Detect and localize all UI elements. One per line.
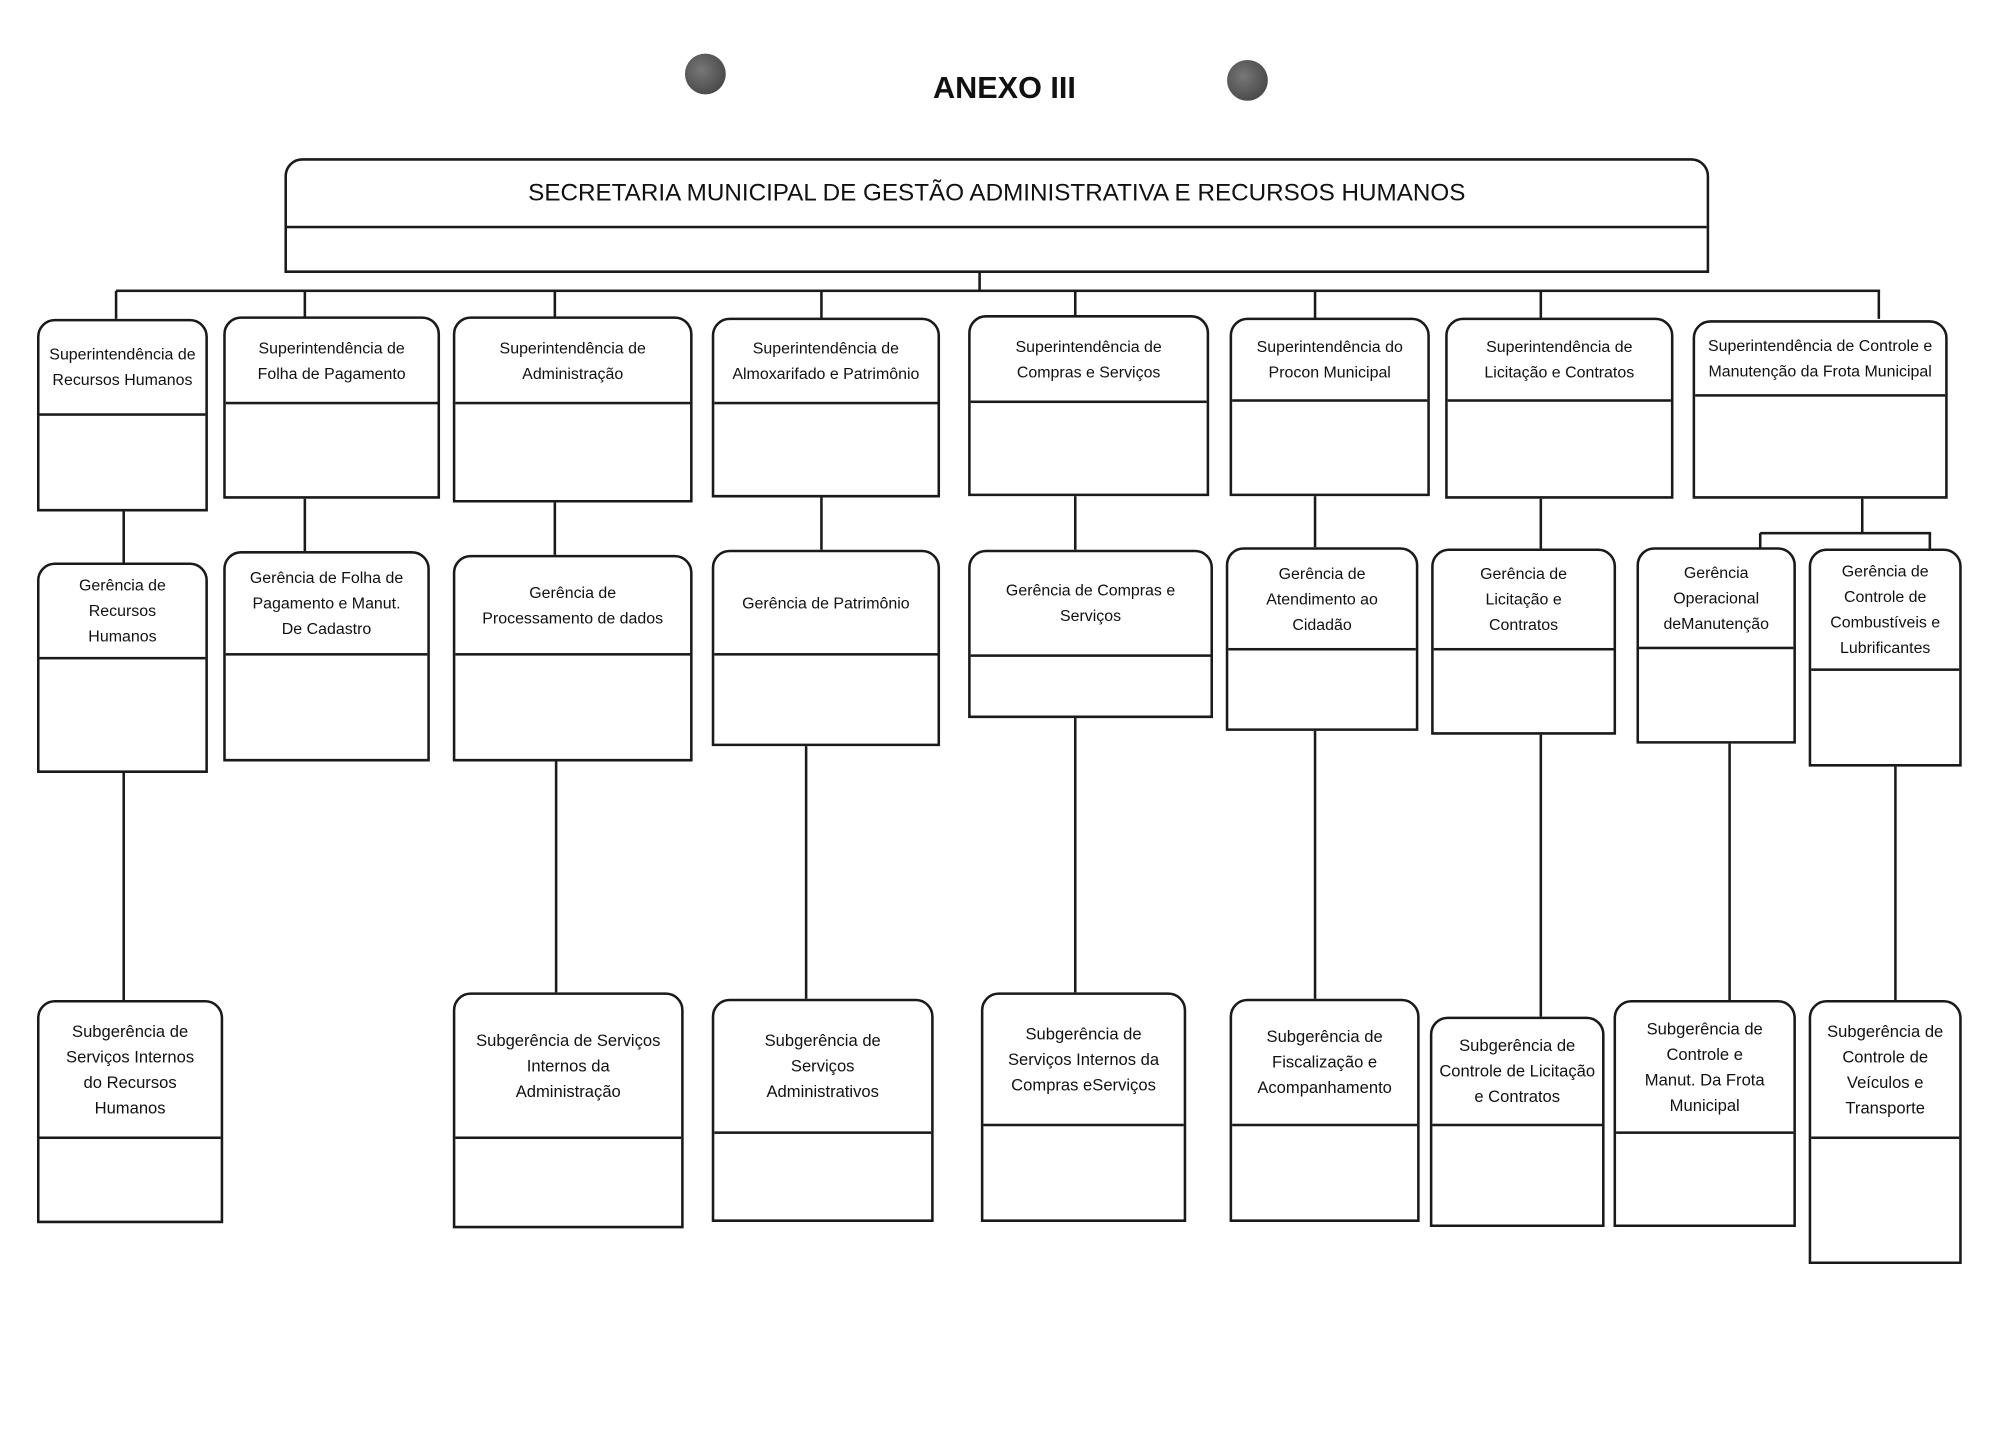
page-title: ANEXO III: [933, 71, 1076, 106]
connector-line: [114, 290, 118, 319]
gerencia-box: Gerência de Atendimento ao Cidadão: [1225, 547, 1419, 731]
gerencia-box-label: Gerência de Processamento de dados: [455, 557, 691, 656]
secretaria-name: SECRETARIA MUNICIPAL DE GESTÃO ADMINISTR…: [286, 161, 1707, 229]
connector-line: [1539, 290, 1543, 319]
gerencia-box: Gerência de Licitação e Contratos: [1431, 548, 1617, 735]
gerencia-box-label: Gerência Operacional deManutenção: [1639, 550, 1794, 650]
superintendencia-box-label: Superintendência de Administração: [455, 319, 691, 405]
connector-line: [804, 746, 808, 999]
gerencia-box-label: Gerência de Recursos Humanos: [39, 565, 206, 660]
subgerencia-box-label: Subgerência de Controle de Licitação e C…: [1432, 1019, 1603, 1127]
subgerencia-box-label: Subgerência de Serviços Administrativos: [714, 1001, 932, 1134]
subgerencia-box-label: Subgerência de Serviços Internos da Comp…: [983, 995, 1184, 1127]
superintendencia-box-label: Superintendência de Recursos Humanos: [39, 321, 206, 416]
connector-line: [1073, 290, 1077, 319]
subgerencia-box-label: Subgerência de Serviços Internos do Recu…: [39, 1003, 221, 1140]
connector-line: [116, 289, 1881, 293]
subgerencia-box: Subgerência de Fiscalização e Acompanham…: [1229, 998, 1420, 1222]
connector-line: [303, 498, 307, 552]
connector-line: [978, 272, 981, 291]
subgerencia-box: Subgerência de Controle de Licitação e C…: [1429, 1016, 1605, 1228]
subgerencia-box: Subgerência de Controle e Manut. Da Frot…: [1613, 999, 1796, 1228]
connector-line: [1760, 531, 1932, 535]
connector-line: [1313, 730, 1317, 999]
gerencia-box-label: Gerência de Patrimônio: [714, 552, 938, 656]
superintendencia-box: Superintendência do Procon Municipal: [1229, 317, 1430, 497]
connector-line: [122, 772, 125, 1000]
connector-line: [1539, 734, 1543, 1017]
connector-line: [820, 497, 823, 550]
superintendencia-box: Superintendência de Almoxarifado e Patri…: [711, 317, 941, 498]
superintendencia-box-label: Superintendência de Compras e Serviços: [970, 318, 1207, 404]
subgerencia-box: Subgerência de Controle de Veículos e Tr…: [1808, 999, 1962, 1265]
connector-line: [1313, 496, 1317, 548]
subgerencia-box: Subgerência de Serviços Administrativos: [711, 998, 934, 1222]
gerencia-box-label: Gerência de Folha de Pagamento e Manut. …: [225, 554, 428, 656]
subgerencia-box-label: Subgerência de Fiscalização e Acompanham…: [1232, 1001, 1418, 1127]
connector-line: [1728, 743, 1731, 1000]
gerencia-box: Gerência Operacional deManutenção: [1636, 547, 1796, 744]
superintendencia-box-label: Superintendência de Licitação e Contrato…: [1447, 320, 1671, 402]
punch-hole-left: [684, 53, 726, 95]
superintendencia-box-label: Superintendência de Folha de Pagamento: [225, 319, 438, 405]
punch-hole-right: [1227, 59, 1268, 101]
connector-line: [1073, 496, 1077, 550]
connector-line: [553, 502, 557, 555]
connector-line: [1073, 718, 1077, 993]
connector-line: [1894, 766, 1897, 1000]
gerencia-box-label: Gerência de Atendimento ao Cidadão: [1228, 550, 1416, 651]
connector-line: [1313, 290, 1317, 319]
gerencia-box: Gerência de Recursos Humanos: [36, 562, 208, 773]
connector-line: [303, 290, 307, 319]
superintendencia-box: Superintendência de Compras e Serviços: [968, 315, 1210, 497]
connector-line: [820, 290, 823, 319]
connector-line: [1758, 533, 1762, 549]
connector-line: [553, 290, 557, 319]
subgerencia-box: Subgerência de Serviços Internos da Admi…: [452, 992, 684, 1229]
connector-line: [1877, 290, 1881, 319]
connector-line: [122, 511, 125, 563]
subgerencia-box: Subgerência de Serviços Internos da Comp…: [980, 992, 1187, 1222]
superintendencia-box: Superintendência de Controle e Manutençã…: [1692, 320, 1948, 499]
superintendencia-box: Superintendência de Licitação e Contrato…: [1445, 317, 1674, 499]
gerencia-box: Gerência de Folha de Pagamento e Manut. …: [223, 551, 430, 762]
secretaria-box: SECRETARIA MUNICIPAL DE GESTÃO ADMINISTR…: [284, 158, 1710, 273]
connector-line: [1539, 498, 1543, 549]
gerencia-box: Gerência de Patrimônio: [711, 549, 941, 747]
connector-line: [1928, 533, 1932, 549]
subgerencia-box-label: Subgerência de Controle de Veículos e Tr…: [1811, 1003, 1960, 1140]
connector-line: [554, 761, 558, 993]
subgerencia-box-label: Subgerência de Controle e Manut. Da Frot…: [1616, 1003, 1794, 1134]
gerencia-box-label: Gerência de Compras e Serviços: [970, 552, 1211, 657]
superintendencia-box-label: Superintendência do Procon Municipal: [1232, 320, 1428, 402]
subgerencia-box-label: Subgerência de Serviços Internos da Admi…: [455, 995, 682, 1140]
gerencia-box: Gerência de Processamento de dados: [452, 554, 693, 762]
gerencia-box: Gerência de Compras e Serviços: [968, 549, 1214, 719]
gerencia-box-label: Gerência de Controle de Combustíveis e L…: [1811, 551, 1960, 671]
connector-line: [1860, 498, 1864, 534]
superintendencia-box-label: Superintendência de Controle e Manutençã…: [1695, 323, 1946, 397]
gerencia-box-label: Gerência de Licitação e Contratos: [1433, 551, 1614, 651]
gerencia-box: Gerência de Controle de Combustíveis e L…: [1808, 548, 1962, 767]
superintendencia-box-label: Superintendência de Almoxarifado e Patri…: [714, 320, 938, 405]
superintendencia-box: Superintendência de Folha de Pagamento: [223, 316, 441, 499]
subgerencia-box: Subgerência de Serviços Internos do Recu…: [36, 999, 224, 1224]
superintendencia-box: Superintendência de Recursos Humanos: [36, 318, 208, 512]
superintendencia-box: Superintendência de Administração: [452, 316, 693, 503]
